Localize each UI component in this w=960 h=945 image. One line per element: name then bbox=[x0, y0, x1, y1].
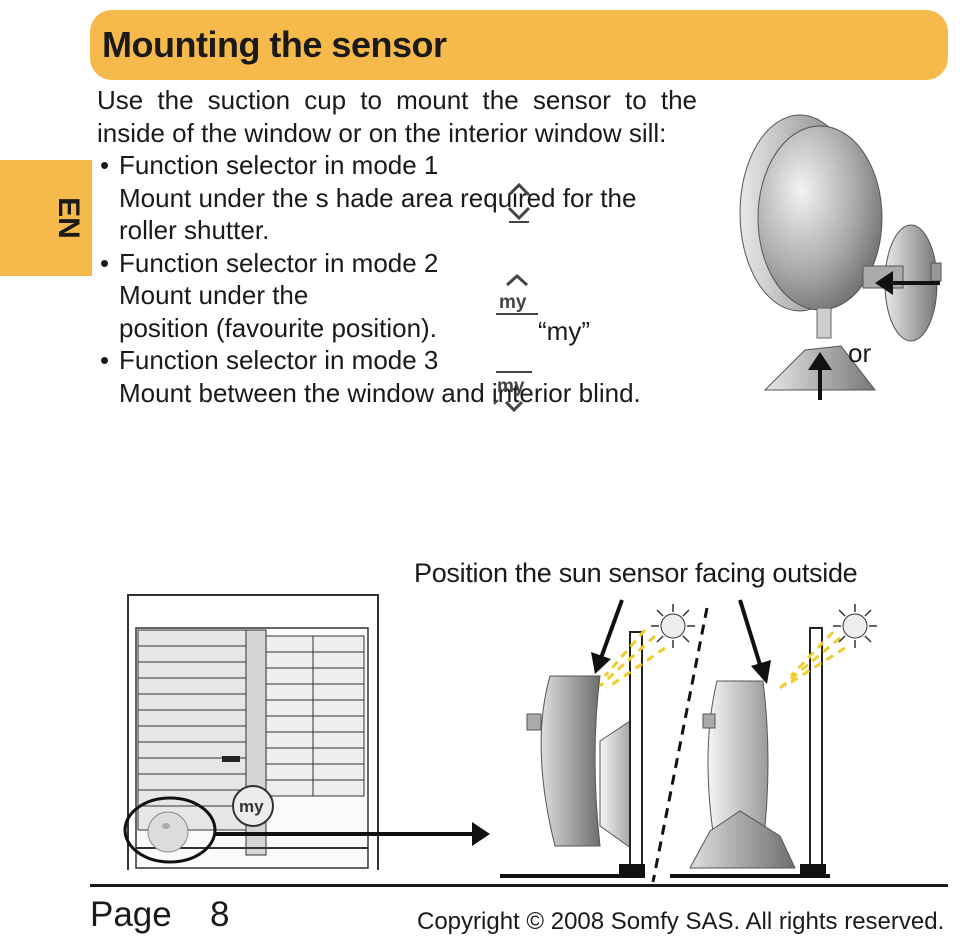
copyright-notice: Copyright © 2008 Somfy SAS. All rights r… bbox=[417, 908, 945, 935]
mode-3-my-down-icon: my bbox=[493, 371, 532, 413]
sun-icon-right bbox=[833, 604, 877, 648]
mode-2-instruction-b: position (favourite position). bbox=[119, 312, 437, 343]
shutter-slats-right bbox=[265, 635, 365, 797]
page-title: Mounting the sensor bbox=[102, 24, 447, 65]
sensor-left bbox=[526, 675, 636, 852]
mode-2-heading: Function selector in mode 2 bbox=[97, 247, 697, 280]
section-header: Mounting the sensor bbox=[90, 10, 948, 80]
mode-2-up-my-icon: my bbox=[496, 273, 538, 315]
mode-1-heading: Function selector in mode 1 bbox=[97, 149, 697, 182]
intro-paragraph: Use the suction cup to mount the sensor … bbox=[97, 85, 697, 148]
language-tab: EN bbox=[0, 160, 92, 276]
sensor-right bbox=[689, 680, 796, 869]
mode-1-instruction-b: roller shutter. bbox=[119, 215, 270, 245]
mode-2-my-text: my bbox=[499, 292, 527, 313]
window-my-text: my bbox=[239, 797, 264, 816]
sun-sensor-side-views bbox=[500, 599, 877, 883]
language-tab-label: EN bbox=[52, 197, 85, 239]
instructions-text: Use the suction cup to mount the sensor … bbox=[97, 84, 697, 409]
window-shutter-illustration: my bbox=[123, 594, 490, 870]
figure-caption: Position the sun sensor facing outside bbox=[414, 558, 858, 588]
or-label: or bbox=[848, 338, 872, 368]
page-label: Page bbox=[90, 895, 172, 934]
mode-1-up-down-icon bbox=[507, 182, 531, 223]
sensor-mount-illustration bbox=[739, 114, 942, 400]
mode-2-instruction-a: Mount under the bbox=[119, 280, 309, 310]
sun-icon-left bbox=[651, 604, 695, 648]
page-number: 8 bbox=[210, 895, 230, 934]
mode-3-my-text: my bbox=[497, 376, 525, 397]
mode-3-instruction: Mount between the window and interior bl… bbox=[119, 377, 641, 408]
shutter-slats-left bbox=[137, 629, 247, 831]
mode-3-heading: Function selector in mode 3 bbox=[97, 344, 697, 377]
my-position-quote: “my” bbox=[538, 316, 590, 346]
mode-1-instruction-a: Mount under the s hade area required for… bbox=[119, 182, 637, 213]
footer-divider bbox=[90, 884, 948, 887]
